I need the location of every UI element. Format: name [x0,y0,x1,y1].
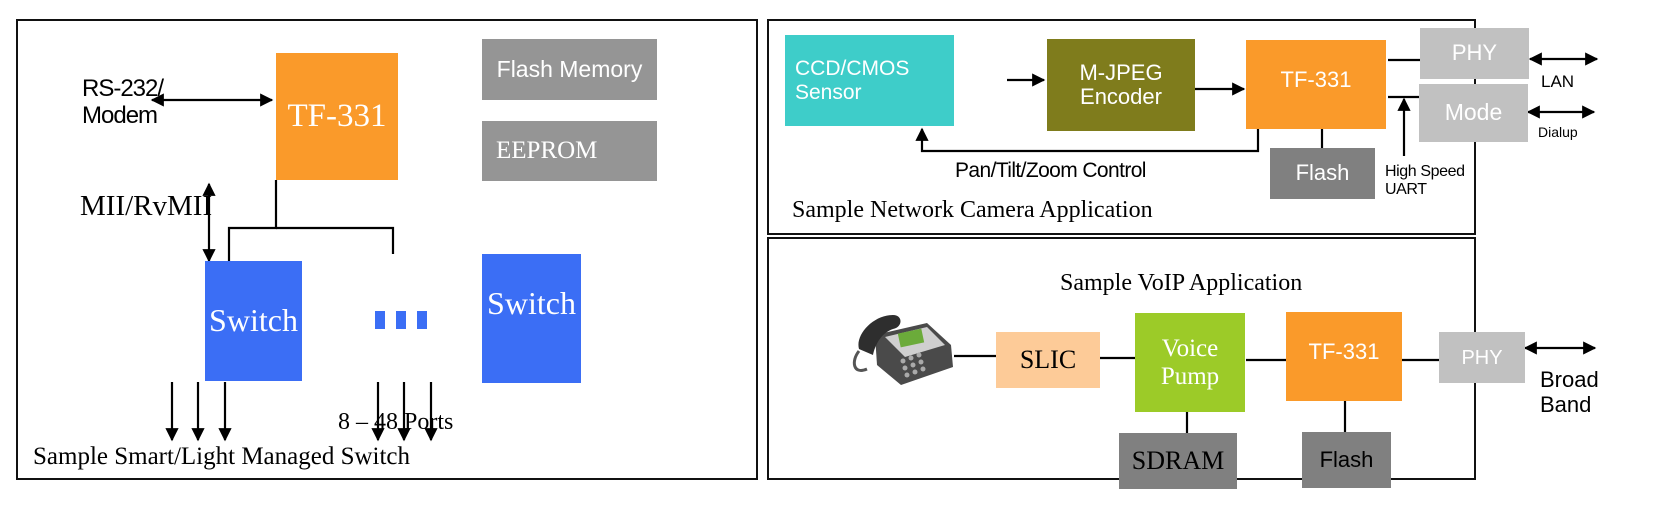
eeprom-label: EEPROM [496,137,598,165]
mii-label: MII/RvMII [80,190,213,222]
flash-memory-label: Flash Memory [496,55,643,82]
camera-flash-block: Flash [1270,148,1375,199]
ports-label: 8 – 48 Ports [338,409,454,435]
eeprom-block: EEPROM [482,121,657,181]
lan-label: LAN [1541,72,1575,91]
ccd-cmos-sensor-block: CCD/CMOS Sensor [785,35,954,126]
serial-label: RS-232/ Modem [82,75,164,129]
voip-panel-caption: Sample VoIP Application [1060,270,1303,296]
broadband-label: Broad Band [1540,367,1599,417]
switch-block-left: Switch [205,261,302,381]
switch-right-label: Switch [487,285,576,321]
camera-phy-block: PHY [1420,28,1529,79]
ptz-control-label: Pan/Tilt/Zoom Control [955,159,1146,182]
voip-phy-block: PHY [1439,332,1525,383]
slic-block: SLIC [996,332,1100,388]
uart-label: High Speed UART [1385,163,1465,198]
switch-left-label: Switch [209,302,298,339]
ellipsis-more-switches [375,311,427,329]
desk-phone-icon [845,305,955,395]
camera-tf331-cpu-block: TF-331 [1246,40,1386,129]
camera-modem-block: Mode [1419,84,1528,142]
switch-block-right: Switch [482,254,581,383]
tf331-cpu-block: TF-331 [276,53,398,180]
voice-pump-block: Voice Pump [1135,313,1245,412]
voip-tf331-cpu-block: TF-331 [1286,312,1402,401]
switch-panel-caption: Sample Smart/Light Managed Switch [33,443,411,470]
sdram-block: SDRAM [1119,433,1237,489]
tf331-label: TF-331 [287,98,387,135]
flash-memory-block: Flash Memory [482,39,657,100]
mjpeg-encoder-block: M-JPEG Encoder [1047,39,1195,131]
camera-panel-caption: Sample Network Camera Application [792,197,1153,223]
voip-flash-block: Flash [1302,432,1391,488]
dialup-label: Dialup [1538,124,1578,140]
